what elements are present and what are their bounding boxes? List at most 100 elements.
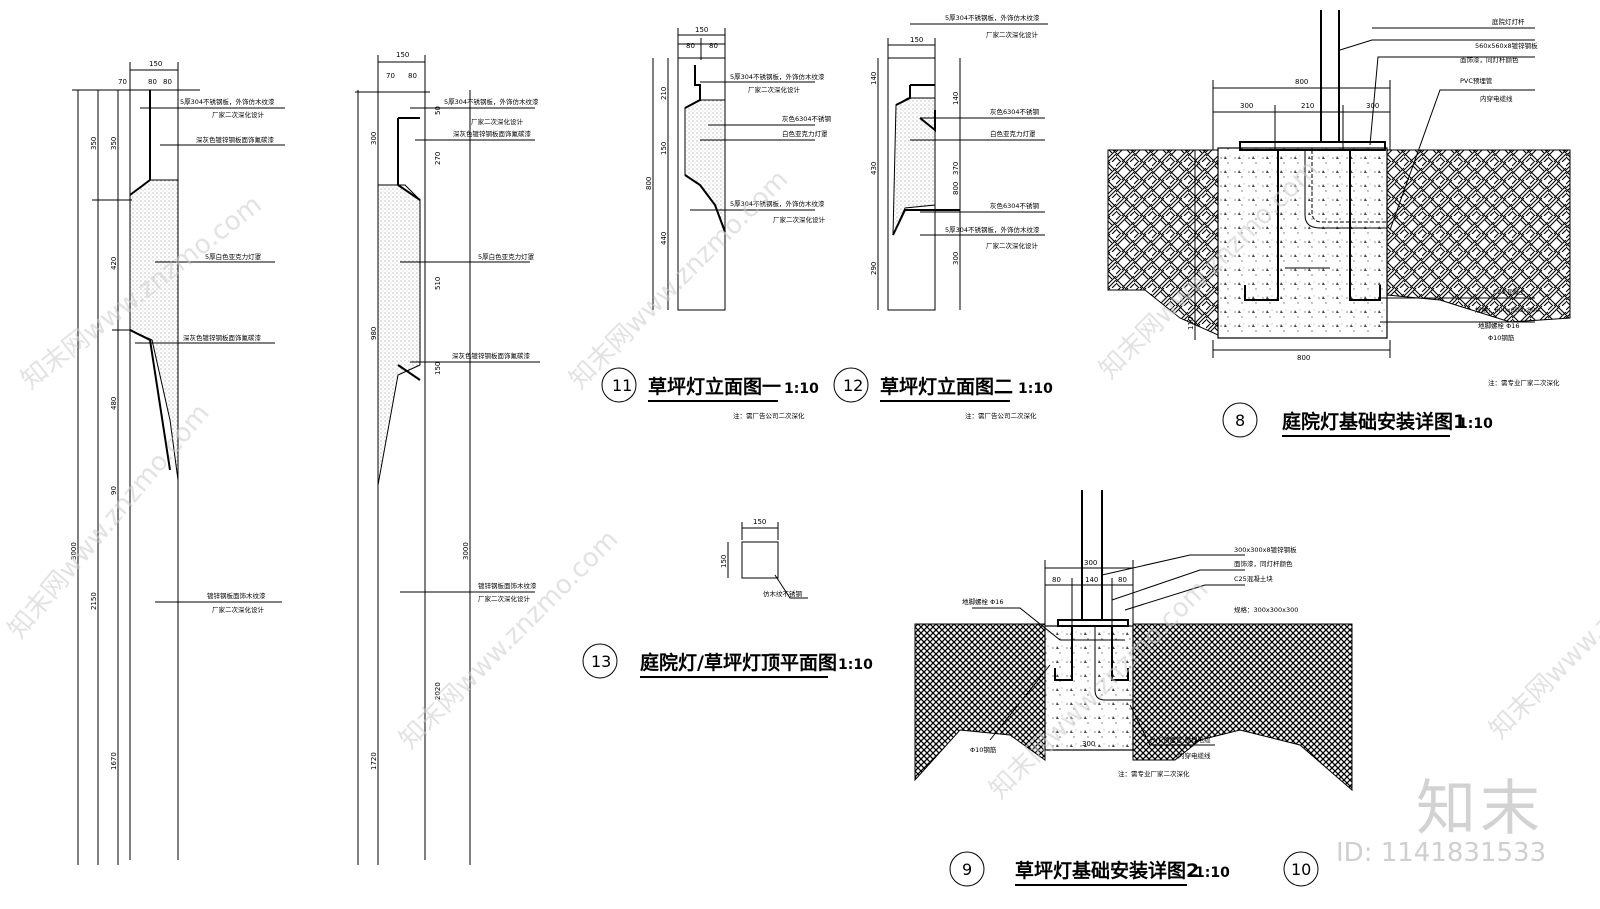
- note-wood-steel: 仿木纹不锈钢: [763, 589, 803, 598]
- dim-v1: 140: [870, 72, 878, 85]
- note-stainless: 5厚304不锈钢板，外饰仿木纹漆: [945, 13, 1040, 22]
- dim-width: 150: [910, 36, 923, 44]
- note-plate: 560x560x8镀锌钢板: [1475, 41, 1538, 50]
- watermark-text: 知末网www.znzmo.com: [564, 164, 795, 395]
- note-bolt: 地脚螺栓 Φ16: [962, 597, 1003, 606]
- dim-total: 800: [952, 182, 960, 195]
- dim-width: 150: [396, 51, 409, 59]
- dim-v2: 140: [952, 92, 960, 105]
- dim-v2: 50: [434, 106, 442, 115]
- note-paint: 面饰漆，同灯杆颜色: [1234, 559, 1293, 568]
- note-factory2: 厂家二次深化设计: [212, 605, 265, 614]
- note-stainless: 5厚304不锈钢板，外饰仿木纹漆: [180, 97, 275, 106]
- note-gray-galv2: 深灰色镀锌钢板面饰氟碳漆: [452, 351, 531, 360]
- drawing-note: 注：需厂告公司二次深化: [965, 411, 1037, 420]
- lawn-lamp-elevation-1: 150 80 80 800 210 150 440 5厚304不锈钢板，外饰仿木…: [601, 26, 832, 420]
- note-factory: 厂家二次深化设计: [748, 85, 801, 94]
- drawing-scale: 1:10: [784, 381, 819, 397]
- note-gray-galv2: 深灰色镀锌钢板面饰氟碳漆: [183, 333, 262, 342]
- dim-a: 80: [1052, 576, 1061, 584]
- dim-total: 800: [645, 177, 653, 190]
- note-cable: 内穿电缆线: [1178, 751, 1211, 760]
- dim-a: 70: [118, 78, 127, 86]
- note-factory: 厂家二次深化设计: [986, 30, 1039, 39]
- drawing-scale: 1:10: [1458, 416, 1493, 432]
- drawing-title: 庭院灯基础安装详图1: [1282, 410, 1466, 433]
- note-white-cover: 白色亚克力灯罩: [782, 129, 828, 138]
- dim-v7: 1670: [110, 752, 118, 770]
- drawing-title: 草坪灯基础安装详图2: [1015, 859, 1199, 882]
- dim-b: 80: [408, 72, 417, 80]
- drawing-number: 9: [962, 860, 972, 879]
- note-pvc: PVC预埋管 预埋电缆: [1150, 735, 1211, 744]
- note-stainless2: 5厚304不锈钢板，外饰仿木纹漆: [730, 199, 825, 208]
- dim-v5: 290: [870, 262, 878, 275]
- dim-v2: 350: [110, 137, 118, 150]
- dim-v1: 210: [660, 87, 668, 100]
- dim-top: 800: [1295, 78, 1308, 86]
- note-stainless2: 5厚304不锈钢板，外饰仿木纹漆: [945, 225, 1040, 234]
- dim-b: 80: [709, 42, 718, 50]
- drawing-note: 注：需厂告公司二次深化: [733, 411, 805, 420]
- dim-bottom: 800: [1297, 354, 1310, 362]
- dim-v1: 350: [90, 137, 98, 150]
- note-gray-steel: 灰色6304不锈钢: [782, 114, 832, 123]
- note-bolt: 地脚螺栓 Φ16: [1478, 321, 1519, 330]
- watermark-text: 知末网www.znzmo.com: [394, 524, 625, 755]
- dim-h: 150: [720, 555, 728, 568]
- dim-v2: 150: [660, 142, 668, 155]
- drawing-number-badge: [582, 643, 618, 679]
- dim-v4: 430: [870, 162, 878, 175]
- dim-v3: 270: [434, 152, 442, 165]
- note-spec: 规格：600x600x800: [1475, 305, 1539, 314]
- note-galv-wood: 镀锌钢板面饰木纹漆: [207, 591, 266, 600]
- dim-v8: 1720: [370, 752, 378, 770]
- note-factory: 厂家二次深化设计: [471, 117, 524, 126]
- note-gray-galv: 深灰色镀锌钢板面饰氟碳漆: [196, 135, 275, 144]
- id-watermark: ID: 1141831533: [1336, 838, 1547, 868]
- note-white-cover: 白色亚克力灯罩: [990, 129, 1036, 138]
- note-factory2: 厂家二次深化设计: [478, 594, 531, 603]
- dim-top: 300: [1084, 559, 1097, 567]
- drawing-number-badge-10: [1283, 851, 1319, 887]
- dim-v5: 980: [370, 327, 378, 340]
- dim-bottom: 300: [1082, 740, 1095, 748]
- dim-a: 80: [686, 42, 695, 50]
- drawing-scale: 1:10: [838, 657, 873, 673]
- drawing-scale: 1:10: [1018, 381, 1053, 397]
- watermark-text: 知末网www.znzmo.com: [1484, 514, 1600, 745]
- note-paint: 面饰漆，同灯杆颜色: [1460, 55, 1519, 64]
- dim-c: 80: [1118, 576, 1127, 584]
- lamp-post-elevation-1: 150 70 80 80 350 350 420 480 90 3000 215…: [70, 60, 285, 865]
- note-gray-steel2: 灰色6304不锈钢: [990, 201, 1040, 210]
- note-lamp-post: 庭院灯灯杆: [1492, 17, 1525, 26]
- note-white-cover: 5厚白色亚克力灯罩: [478, 252, 535, 261]
- dim-width: 150: [695, 26, 708, 34]
- drawing-number-badge: [949, 851, 985, 887]
- drawing-number-badge: [601, 367, 637, 403]
- note-rebar: Φ10钢筋: [970, 745, 997, 754]
- dim-total: 3000: [462, 542, 470, 560]
- note-pvc: PVC预埋管: [1460, 76, 1493, 85]
- drawing-number: 8: [1235, 411, 1245, 430]
- dim-b: 210: [1301, 102, 1314, 110]
- drawing-number-badge: [833, 367, 869, 403]
- drawing-title: 草坪灯立面图二: [880, 375, 1013, 398]
- dim-h: 110: [1187, 317, 1195, 330]
- note-factory2: 厂家二次深化设计: [986, 241, 1039, 250]
- note-gray-galv: 深灰色镀锌钢板面饰氟碳漆: [453, 129, 532, 138]
- dim-v5: 90: [110, 486, 118, 495]
- dim-v3: 420: [110, 257, 118, 270]
- drawing-number-badge: [1222, 402, 1258, 438]
- drawing-title: 庭院灯/草坪灯顶平面图: [640, 651, 837, 674]
- lamp-post-elevation-2: 150 70 80 300 50 270 510 980 150 3000 20…: [355, 51, 540, 865]
- dim-a: 70: [386, 72, 395, 80]
- dim-v6: 150: [434, 362, 442, 375]
- dim-total: 3000: [70, 542, 78, 560]
- note-cable: 内穿电缆线: [1480, 94, 1513, 103]
- note-spec: 规格：300x300x300: [1234, 605, 1298, 614]
- note-c25: C25混凝土块: [1234, 574, 1273, 583]
- note-white-cover: 5厚白色亚克力灯罩: [205, 252, 262, 261]
- dim-b: 80: [148, 78, 157, 86]
- drawing-number: 13: [591, 652, 611, 671]
